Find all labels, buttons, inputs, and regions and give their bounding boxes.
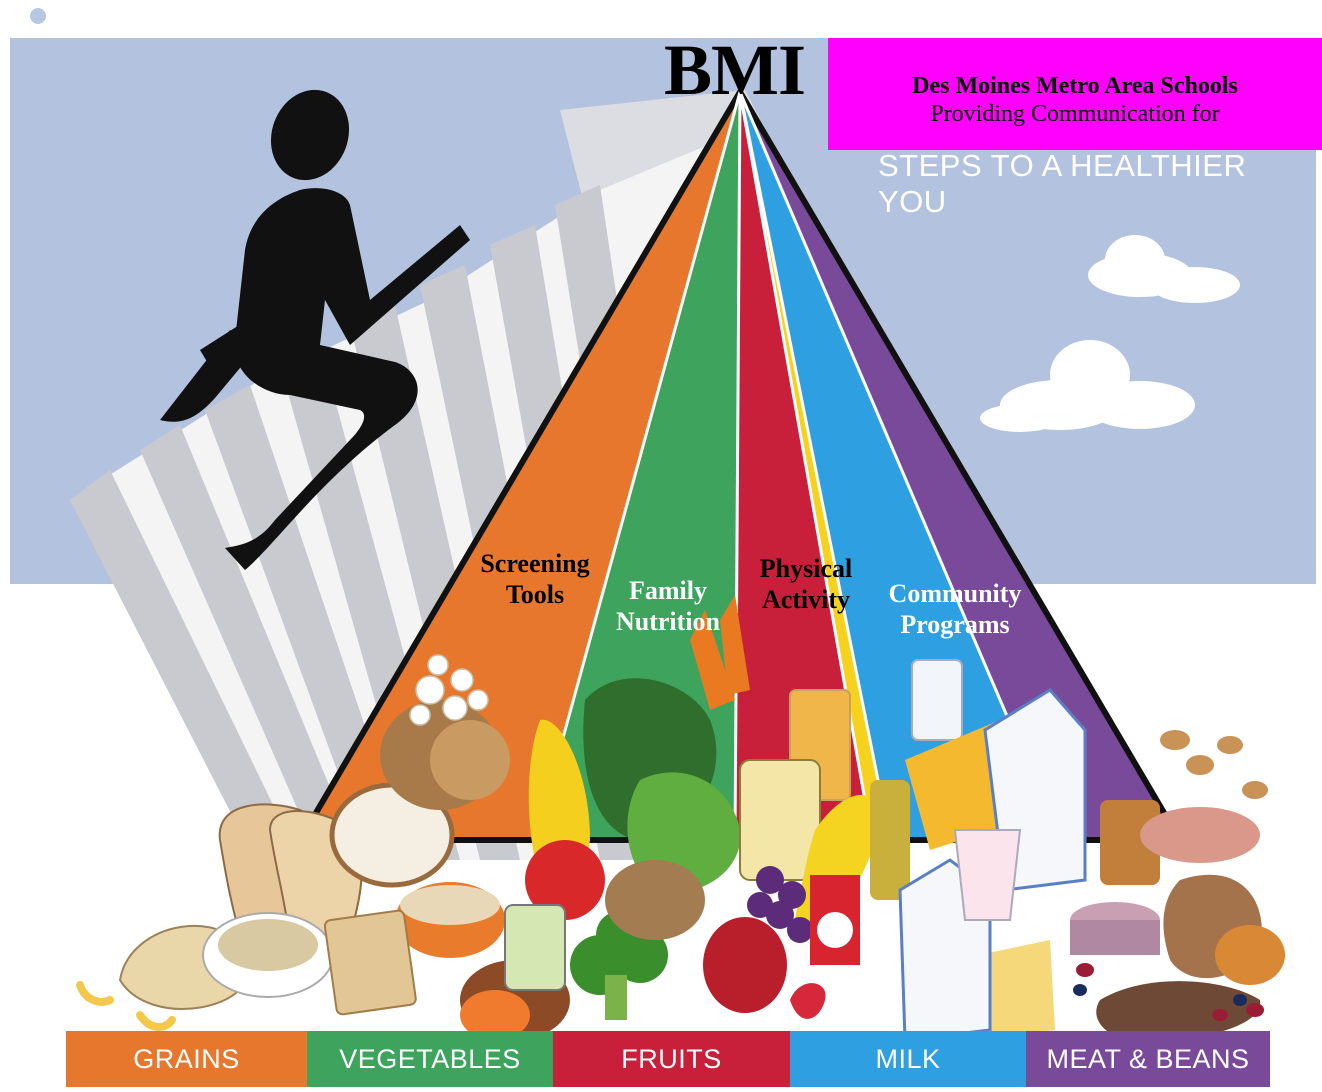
organization-banner: Des Moines Metro Area Schools Providing … xyxy=(828,38,1322,150)
section-family-nutrition: Family Nutrition xyxy=(598,575,738,637)
section-label-line: Nutrition xyxy=(616,607,720,636)
organization-title: Des Moines Metro Area Schools xyxy=(912,73,1238,99)
cloud-icon xyxy=(1088,235,1240,303)
section-label-line: Physical xyxy=(759,554,853,583)
food-items-icon xyxy=(76,595,1285,1042)
runner-figure-icon xyxy=(160,89,470,570)
organization-subtitle: Providing Communication for xyxy=(930,101,1220,127)
slogan-text: STEPS TO A HEALTHIER YOU xyxy=(878,148,1247,219)
section-label-line: Community xyxy=(888,579,1022,608)
dot-icon xyxy=(30,8,46,24)
section-label-line: Programs xyxy=(900,610,1010,639)
section-label-line: Tools xyxy=(505,580,565,609)
food-group-grains: GRAINS xyxy=(66,1031,307,1087)
food-group-fruits: FRUITS xyxy=(553,1031,790,1087)
food-group-milk: MILK xyxy=(790,1031,1026,1087)
section-label-line: Activity xyxy=(761,585,851,614)
bmi-heading: BMI xyxy=(664,30,806,110)
food-group-meat-beans: MEAT & BEANS xyxy=(1026,1031,1270,1087)
food-group-vegetables: VEGETABLES xyxy=(307,1031,553,1087)
section-community-programs: Community Programs xyxy=(870,578,1040,640)
section-screening-tools: Screening Tools xyxy=(465,548,605,610)
section-label-line: Family xyxy=(629,576,707,605)
food-group-bar: GRAINS VEGETABLES FRUITS MILK MEAT & BEA… xyxy=(66,1031,1270,1087)
section-label-line: Screening xyxy=(480,549,590,578)
section-physical-activity: Physical Activity xyxy=(742,553,870,615)
cloud-icon xyxy=(980,340,1195,432)
